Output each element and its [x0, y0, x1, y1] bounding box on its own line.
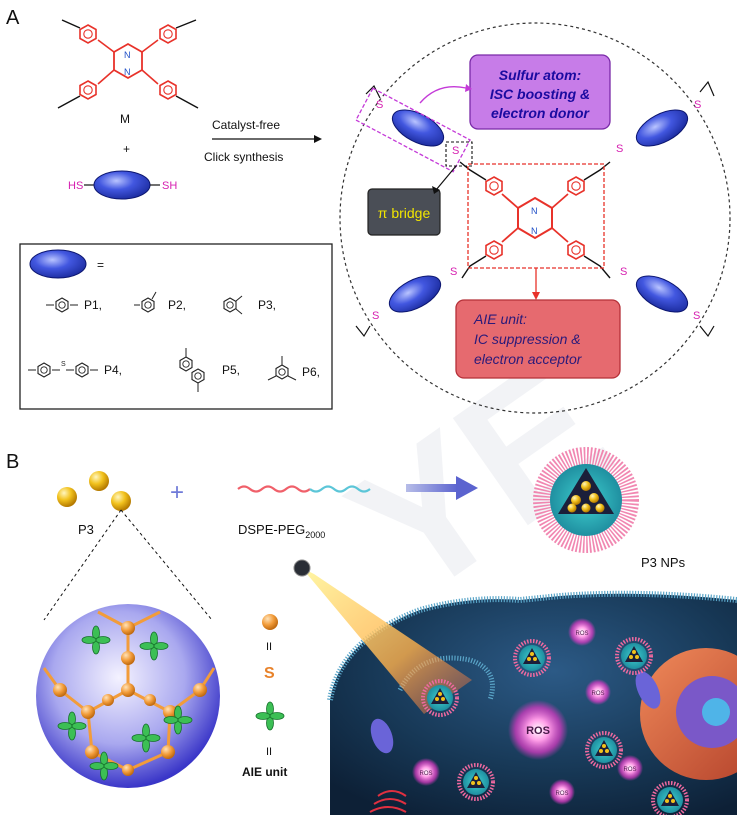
svg-text:ROS: ROS [575, 631, 588, 637]
aie-unit-label: AIE unit [242, 765, 287, 779]
aie-box-line1: AIE unit: [473, 311, 527, 327]
plus-sign-a: + [123, 142, 130, 156]
peg-segment [309, 485, 371, 493]
svg-text:ROS: ROS [555, 791, 568, 797]
sulfur-atom-box [469, 54, 611, 130]
dithiol-structure: HS SH [68, 170, 177, 200]
svg-text:P5,: P5, [222, 363, 240, 377]
monomer-label: M [120, 112, 130, 126]
equals-2: II [266, 746, 272, 758]
svg-text:P4,: P4, [104, 363, 122, 377]
svg-text:ROS: ROS [591, 691, 604, 697]
sulfur-box-arrow [419, 85, 467, 104]
p3-network-sphere [36, 604, 220, 788]
p3-ball-2 [89, 471, 109, 491]
svg-text:S: S [376, 99, 383, 111]
svg-text:P6,: P6, [302, 365, 320, 379]
svg-text:N: N [124, 50, 131, 60]
p3-ball-3 [111, 491, 131, 511]
svg-text:S: S [620, 266, 627, 278]
arrow-bottom-label: Click synthesis [204, 150, 283, 164]
svg-text:ROS: ROS [526, 725, 550, 737]
polymer-arms: S S S S S S S S [355, 80, 715, 338]
equals-1: II [266, 641, 272, 653]
aie-box-line2: IC suppression & [474, 331, 581, 347]
reaction-arrow [212, 135, 322, 143]
light-beam [302, 568, 472, 714]
p3-ball-1 [57, 487, 77, 507]
svg-text:S: S [450, 266, 457, 278]
pi-bridge-label: π bridge [378, 205, 431, 221]
sulfur-legend-label: S [264, 665, 275, 682]
polymer-zoom-circle [339, 22, 731, 414]
pi-bridge-box [367, 188, 441, 236]
dspe-segment [237, 485, 311, 493]
leaf-legend [255, 701, 285, 731]
svg-text:P2,: P2, [168, 298, 186, 312]
svg-text:SH: SH [162, 180, 177, 192]
np-formation-arrow [406, 476, 478, 500]
plus-sign-b: + [170, 479, 184, 506]
svg-text:S: S [372, 310, 379, 322]
linker-legend-box: = P1, P2, P3, S P4, P5, P6, [19, 243, 333, 410]
sulfur-box-line1: Sulfur atom: [499, 67, 581, 83]
svg-text:ROS: ROS [623, 767, 636, 773]
svg-text:N: N [124, 67, 131, 77]
np-label: P3 NPs [641, 555, 686, 570]
panel-b-letter: B [6, 451, 19, 473]
p3-nanoparticle [533, 447, 639, 553]
svg-text:S: S [452, 145, 459, 157]
svg-text:N: N [531, 206, 538, 216]
sulfur-box-line3: electron donor [491, 105, 591, 121]
svg-text:N: N [531, 226, 538, 236]
light-source [293, 559, 311, 577]
aie-scaffold: N N [459, 161, 611, 279]
svg-text:ROS: ROS [419, 771, 432, 777]
bead-legend [262, 614, 278, 630]
svg-text:=: = [97, 258, 104, 272]
panel-a-letter: A [6, 7, 20, 29]
svg-text:P3,: P3, [258, 298, 276, 312]
p3-label: P3 [78, 522, 94, 537]
dspe-label: DSPE-PEG2000 [238, 522, 325, 540]
arrow-top-label: Catalyst-free [212, 118, 280, 132]
svg-text:S: S [693, 310, 700, 322]
aie-box-line3: electron acceptor [474, 351, 583, 367]
svg-text:S: S [61, 361, 66, 368]
aie-unit-box [455, 299, 621, 379]
monomer-structure: N N [57, 19, 199, 109]
svg-text:P1,: P1, [84, 298, 102, 312]
sulfur-box-line2: ISC boosting & [490, 86, 590, 102]
svg-text:S: S [694, 99, 701, 111]
svg-text:HS: HS [68, 180, 83, 192]
pi-bridge-highlight [445, 141, 473, 167]
svg-text:S: S [616, 143, 623, 155]
ros-species: ROS ROS ROS ROS ROS ROS [412, 618, 643, 805]
